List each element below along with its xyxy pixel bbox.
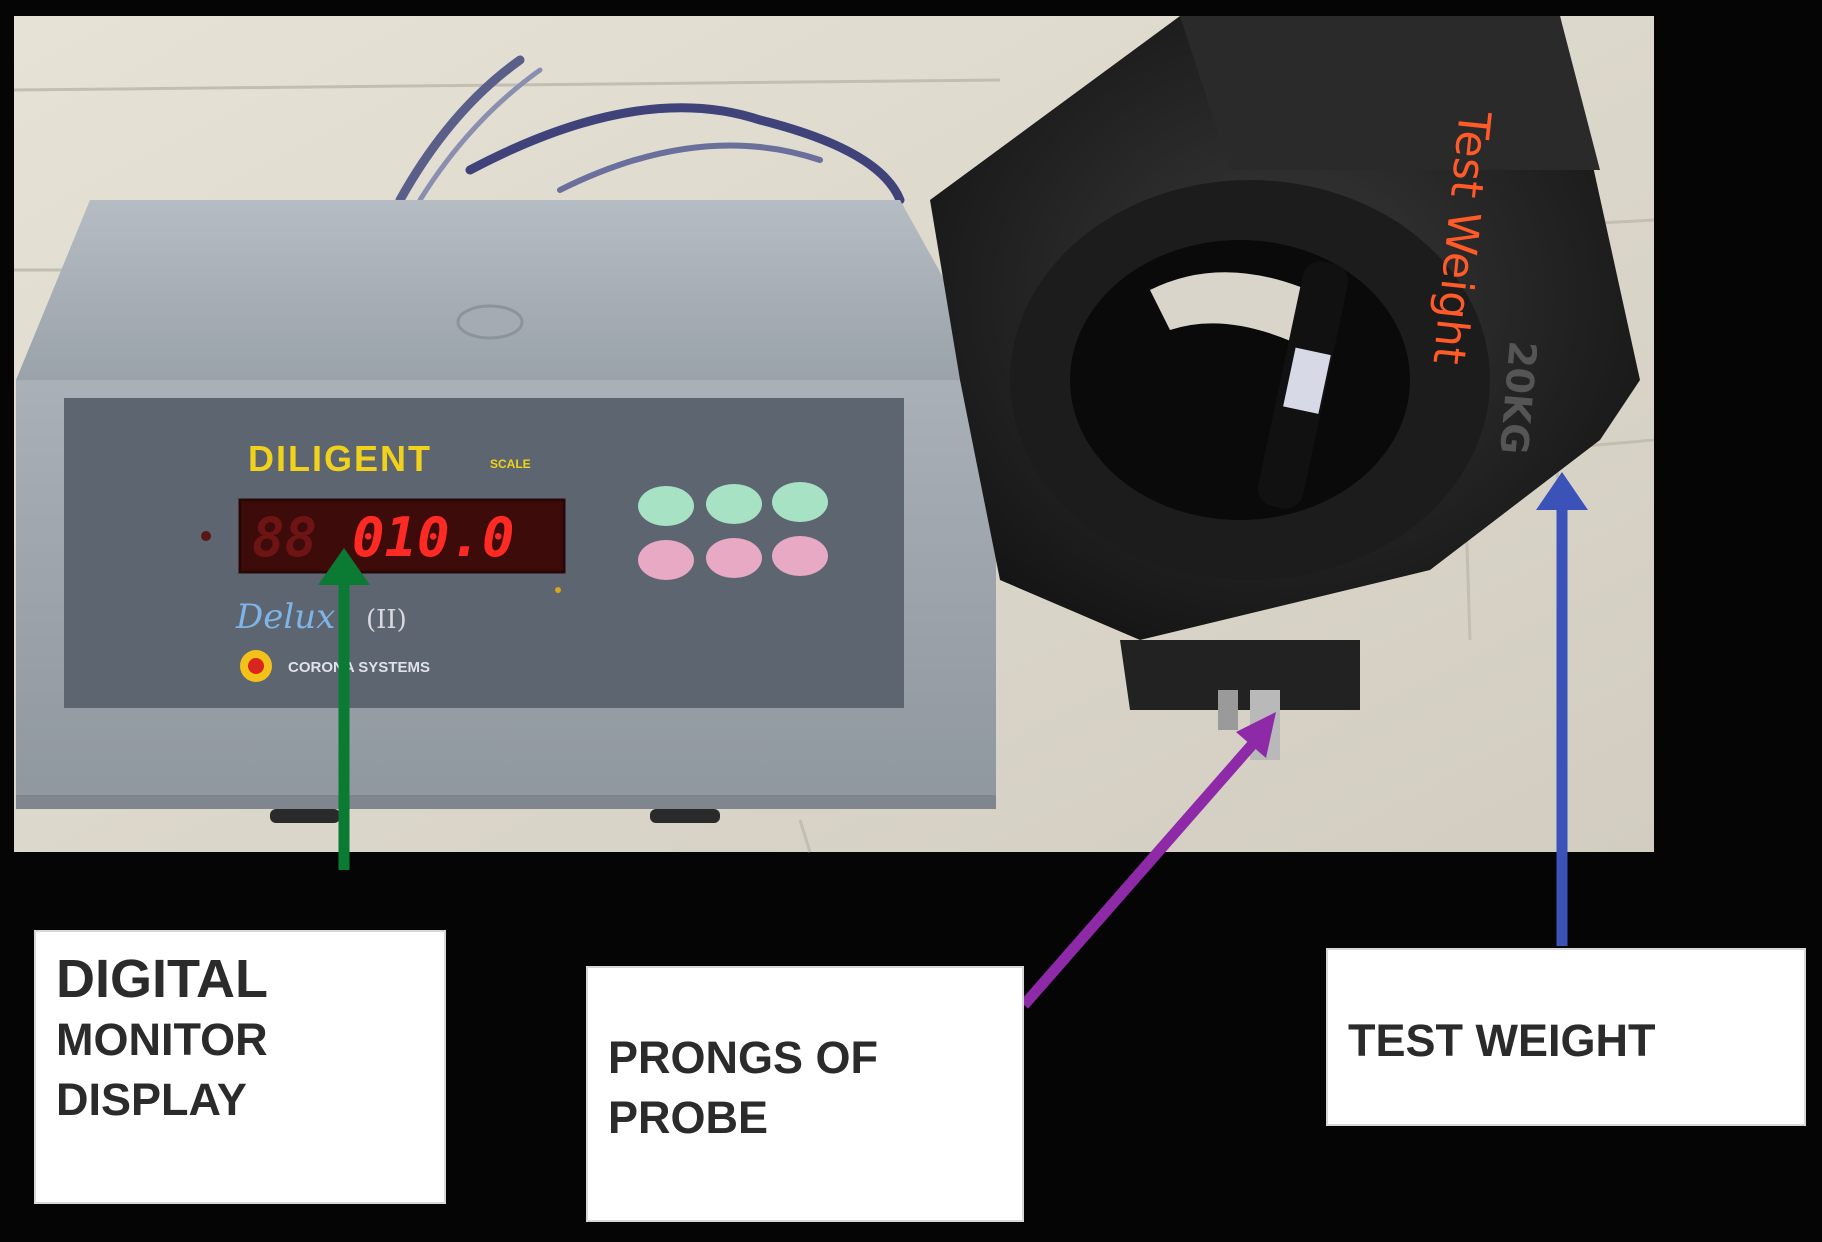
callout-weight-line1: TEST WEIGHT	[1348, 1015, 1656, 1066]
maker-name: CORONA SYSTEMS	[288, 659, 430, 676]
callout-digital-line1: DIGITAL	[56, 949, 268, 1009]
probe-arrow-head	[1236, 712, 1276, 758]
callout-digital-line3: DISPLAY	[56, 1074, 247, 1125]
weight-arrow	[1536, 472, 1588, 946]
key-green-3	[772, 482, 828, 522]
weight-arrow-head	[1536, 472, 1588, 510]
test-weight: Test Weight 20KG	[930, 16, 1640, 760]
model-suffix: (II)	[366, 605, 407, 635]
callout-prongs-line1: PRONGS OF	[608, 1032, 879, 1083]
brand-name: DILIGENT	[248, 438, 432, 479]
display-arrow	[318, 548, 370, 870]
keypad	[638, 482, 828, 580]
probe-arrow	[1019, 712, 1276, 1009]
key-pink-1	[638, 540, 694, 580]
key-green-1	[638, 486, 694, 526]
model-script: Delux	[235, 597, 335, 637]
key-green-2	[706, 484, 762, 524]
callout-prongs-line2: PROBE	[608, 1092, 769, 1143]
weight-emboss: 20KG	[1491, 339, 1545, 456]
test-weight-callout: TEST WEIGHT	[1326, 948, 1806, 1126]
callout-digital-line2: MONITOR	[56, 1014, 268, 1065]
led-display	[238, 498, 566, 574]
brand-suffix: SCALE	[490, 457, 531, 471]
prongs-callout: PRONGS OF PROBE	[586, 966, 1024, 1222]
key-pink-3	[772, 536, 828, 576]
display-arrow-head	[318, 548, 370, 585]
key-pink-2	[706, 538, 762, 578]
weighing-indicator: DILIGENT SCALE 88 010.0 Delux (II)	[16, 200, 1000, 823]
digital-monitor-callout: DIGITAL MONITOR DISPLAY	[34, 930, 446, 1204]
cables	[395, 55, 905, 205]
led-ghost-digits: 88	[252, 506, 317, 569]
led-reading: 010.0	[352, 506, 515, 569]
